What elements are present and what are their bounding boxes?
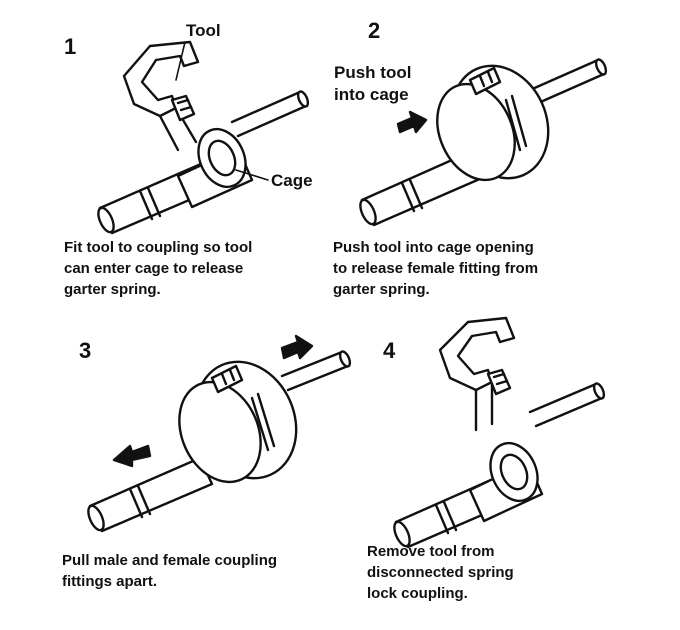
panel-1-pipe (230, 90, 308, 138)
panel-3-female-fitting (280, 350, 350, 392)
cage-callout: Cage (271, 171, 313, 190)
panel-2-drawing (359, 58, 608, 227)
panel-2-pipe (528, 58, 606, 106)
panel-1-tool (122, 40, 200, 118)
step-number-4: 4 (383, 338, 396, 363)
panel-1-drawing (97, 40, 310, 235)
panel-4-tool (438, 316, 516, 392)
panel-3-arrow-right (280, 334, 314, 360)
push-tool-callout: Push tool into cage (334, 63, 412, 104)
panel-3-male-fitting (88, 456, 214, 533)
tool-callout: Tool (186, 21, 221, 40)
panel-3-arrow-left (112, 444, 152, 468)
step-number-2: 2 (368, 18, 381, 43)
step-3-caption: Pull male and female coupling fittings a… (62, 552, 278, 590)
step-1-caption: Fit tool to coupling so tool can enter c… (64, 239, 253, 298)
panel-2-push-arrow (396, 110, 428, 134)
step-number-3: 3 (79, 338, 92, 363)
step-number-1: 1 (64, 34, 77, 59)
panel-4-drawing (393, 316, 606, 549)
panel-3-drawing (87, 350, 352, 533)
step-4-caption: Remove tool from disconnected spring loc… (367, 543, 514, 602)
panel-4-pipe (528, 382, 604, 428)
step-2-caption: Push tool into cage opening to release f… (333, 239, 539, 298)
